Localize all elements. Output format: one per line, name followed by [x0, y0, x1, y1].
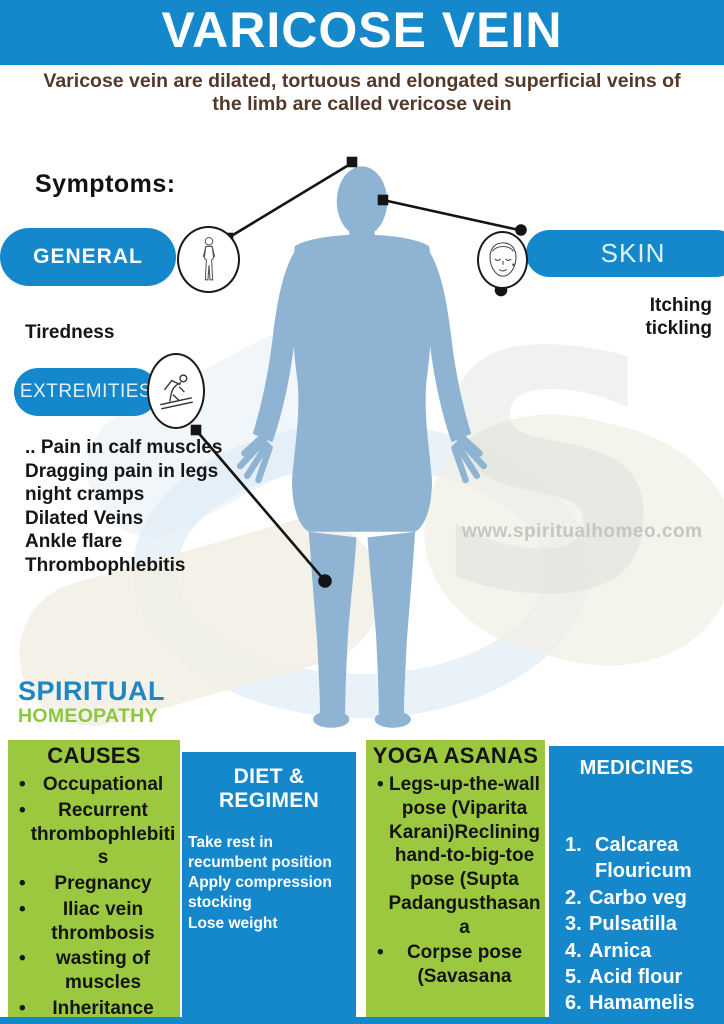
diet-regimen-panel: DIET & REGIMEN Take rest in recumbent po…	[182, 752, 356, 1017]
header-banner: VARICOSE VEIN	[0, 0, 724, 65]
causes-list-item: Recurrent thrombophlebitis	[8, 799, 180, 872]
yoga-asanas-list-item: Legs-up-the-wall pose (Viparita Karani)R…	[366, 773, 545, 941]
person-icon	[202, 236, 215, 280]
general-symptom-item: Tiredness	[25, 322, 115, 343]
extremities-pill-label: EXTREMITIES	[19, 381, 153, 402]
yoga-asanas-list: Legs-up-the-wall pose (Viparita Karani)R…	[366, 773, 545, 991]
background-logo-watermark: S	[430, 283, 668, 667]
skin-symptoms-pill: SKIN	[526, 230, 724, 277]
causes-list: OccupationalRecurrent thrombophlebitisPr…	[8, 773, 180, 1017]
medicines-title: MEDICINES	[579, 757, 694, 779]
medicines-list-item: Arnica	[565, 938, 652, 965]
face-icon	[489, 242, 516, 277]
skin-symptom-item: tickling	[645, 318, 712, 339]
definition-text: Varicose vein are dilated, tortuous and …	[43, 70, 681, 115]
extremities-symptom-item: .. Pain in calf muscles	[25, 437, 223, 458]
causes-list-item: Occupational	[8, 773, 180, 799]
general-icon-circle	[177, 226, 240, 293]
yoga-asanas-panel: YOGA ASANAS Legs-up-the-wall pose (Vipar…	[366, 740, 545, 1017]
brand-logo: SPIRITUAL HOMEOPATHY	[18, 678, 165, 727]
medicines-list-item: Carbo veg	[565, 885, 687, 912]
skier-icon	[160, 374, 193, 410]
extremities-symptom-item: night cramps	[25, 484, 145, 505]
human-body-silhouette	[236, 166, 488, 728]
diet-regimen-item: Apply compression stocking	[188, 874, 337, 912]
skin-icon-circle	[477, 231, 528, 289]
extremities-symptoms-pill: EXTREMITIES	[14, 368, 158, 416]
yoga-asanas-title: YOGA ASANAS	[372, 743, 539, 768]
website-watermark: www.spiritualhomeo.com	[462, 521, 703, 542]
extremities-icon-circle	[147, 353, 205, 429]
medicines-list-item: Hamamelis	[565, 990, 695, 1017]
causes-list-item: Inheritance	[8, 997, 180, 1017]
extremities-symptom-item: Dragging pain in legs	[25, 460, 219, 482]
diet-regimen-item: Lose weight	[188, 914, 278, 932]
causes-list-item: wasting of muscles	[8, 947, 180, 997]
medicines-list-item: Pulsatilla	[565, 911, 677, 938]
extremities-symptom-item: Ankle flare	[25, 531, 123, 552]
yoga-asanas-list-item: Corpse pose (Savasana	[366, 941, 545, 991]
skin-pill-label: SKIN	[600, 238, 666, 268]
causes-list-item: Iliac vein thrombosis	[8, 898, 180, 948]
medicines-list-item: Acid flour	[565, 964, 683, 991]
brand-name-homeopathy: HOMEOPATHY	[18, 705, 158, 727]
causes-panel: CAUSES OccupationalRecurrent thrombophle…	[8, 740, 180, 1017]
medicines-list-item: Calcarea Flouricum	[565, 832, 692, 883]
footer-strip	[0, 1017, 724, 1024]
extremities-symptom-item: Dilated Veins	[25, 507, 144, 529]
page-title: VARICOSE VEIN	[161, 2, 563, 58]
causes-title: CAUSES	[47, 743, 141, 768]
general-symptoms-pill: GENERAL	[0, 228, 176, 286]
diet-regimen-title: DIET & REGIMEN	[218, 765, 320, 812]
general-pill-label: GENERAL	[33, 245, 143, 268]
symptoms-heading: Symptoms:	[35, 170, 176, 198]
causes-list-item: Pregnancy	[8, 872, 180, 898]
diet-regimen-item: Take rest in recumbent position	[188, 834, 332, 872]
brand-name-spiritual: SPIRITUAL	[18, 676, 166, 706]
extremities-symptom-item: Thrombophlebitis	[25, 554, 186, 576]
skin-symptom-item: Itching	[649, 295, 712, 316]
